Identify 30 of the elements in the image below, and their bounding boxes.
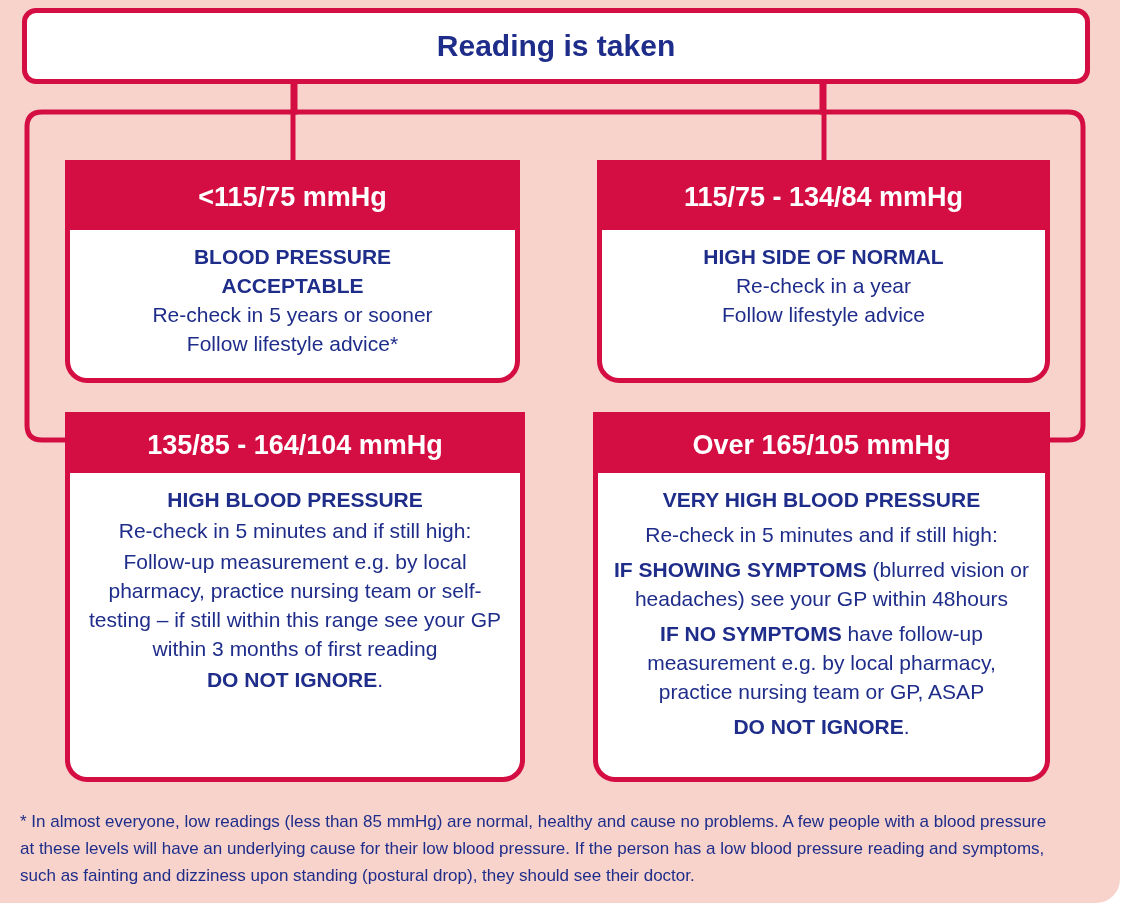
range-header: Over 165/105 mmHg — [598, 417, 1045, 473]
category-title: HIGH SIDE OF NORMAL — [703, 244, 944, 270]
category-title: VERY HIGH BLOOD PRESSURE — [662, 487, 981, 513]
advice-text: Re-check in a year — [735, 273, 912, 299]
advice-text: IF NO SYMPTOMS have follow-up measurement e.g. by local pharmacy, practice nursing team or GP, ASAP — [646, 621, 997, 705]
connector-line — [821, 84, 827, 160]
box-title: Reading is taken — [436, 29, 676, 63]
range-card — [65, 412, 525, 782]
range-card — [597, 160, 1050, 383]
connector-line — [295, 109, 823, 115]
connector-line — [290, 84, 296, 160]
advice-text: Re-check in 5 minutes and if still high: — [118, 518, 472, 544]
connector-line — [24, 84, 298, 443]
advice-text: Follow lifestyle advice — [721, 302, 926, 328]
start-box — [22, 8, 1090, 84]
category-title: HIGH BLOOD PRESSURE — [167, 487, 423, 513]
advice-text: Re-check in 5 years or sooner — [152, 302, 433, 328]
range-header: 115/75 - 134/84 mmHg — [602, 165, 1045, 230]
category-title: BLOOD PRESSURE ACCEPTABLE — [192, 244, 393, 299]
connector-line — [819, 84, 1086, 443]
range-header: 135/85 - 164/104 mmHg — [70, 417, 520, 473]
advice-text: DO NOT IGNORE. — [206, 667, 384, 693]
advice-text: DO NOT IGNORE. — [733, 714, 910, 740]
range-card — [65, 160, 520, 383]
advice-text: Follow lifestyle advice* — [186, 331, 399, 357]
footnote: * In almost everyone, low readings (less than 85 mmHg) are normal, healthy and cause no problems. A few people with a blood pressure at these levels will have an underlying cause for their low blood pressure. If the person has a low blood pressure reading and symptoms, such as fainting and dizziness upon standing (postural drop), they should see their doctor. — [20, 811, 1048, 887]
advice-text: Follow-up measurement e.g. by local pharmacy, practice nursing team or self-testing – if still within this range see your GP within 3 months of first reading — [88, 549, 502, 662]
range-card — [593, 412, 1050, 782]
advice-text: Re-check in 5 minutes and if still high: — [645, 522, 998, 548]
range-header: <115/75 mmHg — [70, 165, 515, 230]
